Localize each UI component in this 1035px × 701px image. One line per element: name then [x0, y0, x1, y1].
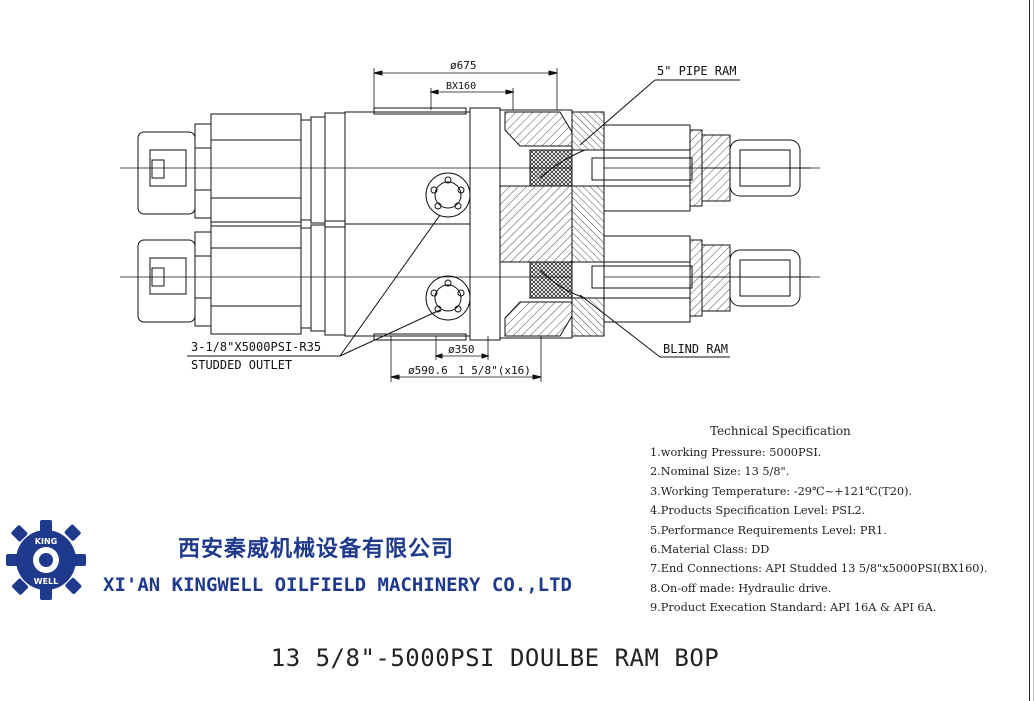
company-name-cn: 西安秦威机械设备有限公司: [178, 537, 455, 562]
drawing-title: 13 5/8"-5000PSI DOULBE RAM BOP: [270, 644, 720, 672]
left-lower-actuator: [137, 220, 346, 336]
dimension-top: [373, 68, 558, 110]
right-upper-ram-cylinder: [591, 124, 810, 212]
center-bore-section: [469, 107, 605, 341]
dim-bottom-bolts: 1 5/8"(x16): [458, 364, 531, 377]
leader-lines: [187, 79, 740, 358]
dim-bottom-inner: ø350: [448, 343, 475, 356]
sheet-border-right-outer: [1033, 0, 1034, 701]
logo-text-top: KING: [35, 537, 57, 546]
spec-item: 6.Material Class: DD: [650, 542, 770, 556]
spec-item: 3.Working Temperature: -29℃~+121℃(T20).: [650, 484, 913, 498]
spec-item: 8.On-off made: Hydraulic drive.: [650, 581, 832, 595]
label-pipe-ram: 5" PIPE RAM: [657, 64, 736, 78]
spec-list: 1.working Pressure: 5000PSI. 2.Nominal S…: [650, 443, 987, 618]
label-outlet-line2: STUDDED OUTLET: [191, 358, 292, 372]
dim-top-inner: BX160: [446, 81, 476, 92]
logo-text-bottom: WELL: [34, 577, 58, 586]
spec-item: 4.Products Specification Level: PSL2.: [650, 504, 866, 518]
dim-bottom-outer: ø590.6: [408, 364, 448, 377]
sheet-border-right: [1029, 0, 1030, 701]
spec-item: 7.End Connections: API Studded 13 5/8"x5…: [650, 562, 988, 576]
spec-item: 5.Performance Requirements Level: PR1.: [650, 523, 887, 537]
dimension-bottom: [390, 336, 542, 382]
spec-item: 9.Product Execation Standard: API 16A & …: [650, 601, 937, 615]
company-name-en: XI'AN KINGWELL OILFIELD MACHINERY CO.,LT…: [103, 574, 572, 596]
label-outlet-line1: 3-1/8"X5000PSI-R35: [191, 340, 321, 354]
right-lower-ram-cylinder: [591, 235, 810, 323]
label-blind-ram: BLIND RAM: [663, 342, 728, 356]
dim-top-outer: ø675: [450, 59, 477, 72]
spec-item: 1.working Pressure: 5000PSI.: [650, 446, 822, 459]
kingwell-gear-logo: KING WELL: [6, 520, 86, 600]
left-upper-actuator: [137, 112, 346, 228]
spec-item: 2.Nominal Size: 13 5/8".: [650, 465, 790, 479]
bop-body: [344, 107, 471, 341]
spec-title: Technical Specification: [710, 424, 851, 438]
